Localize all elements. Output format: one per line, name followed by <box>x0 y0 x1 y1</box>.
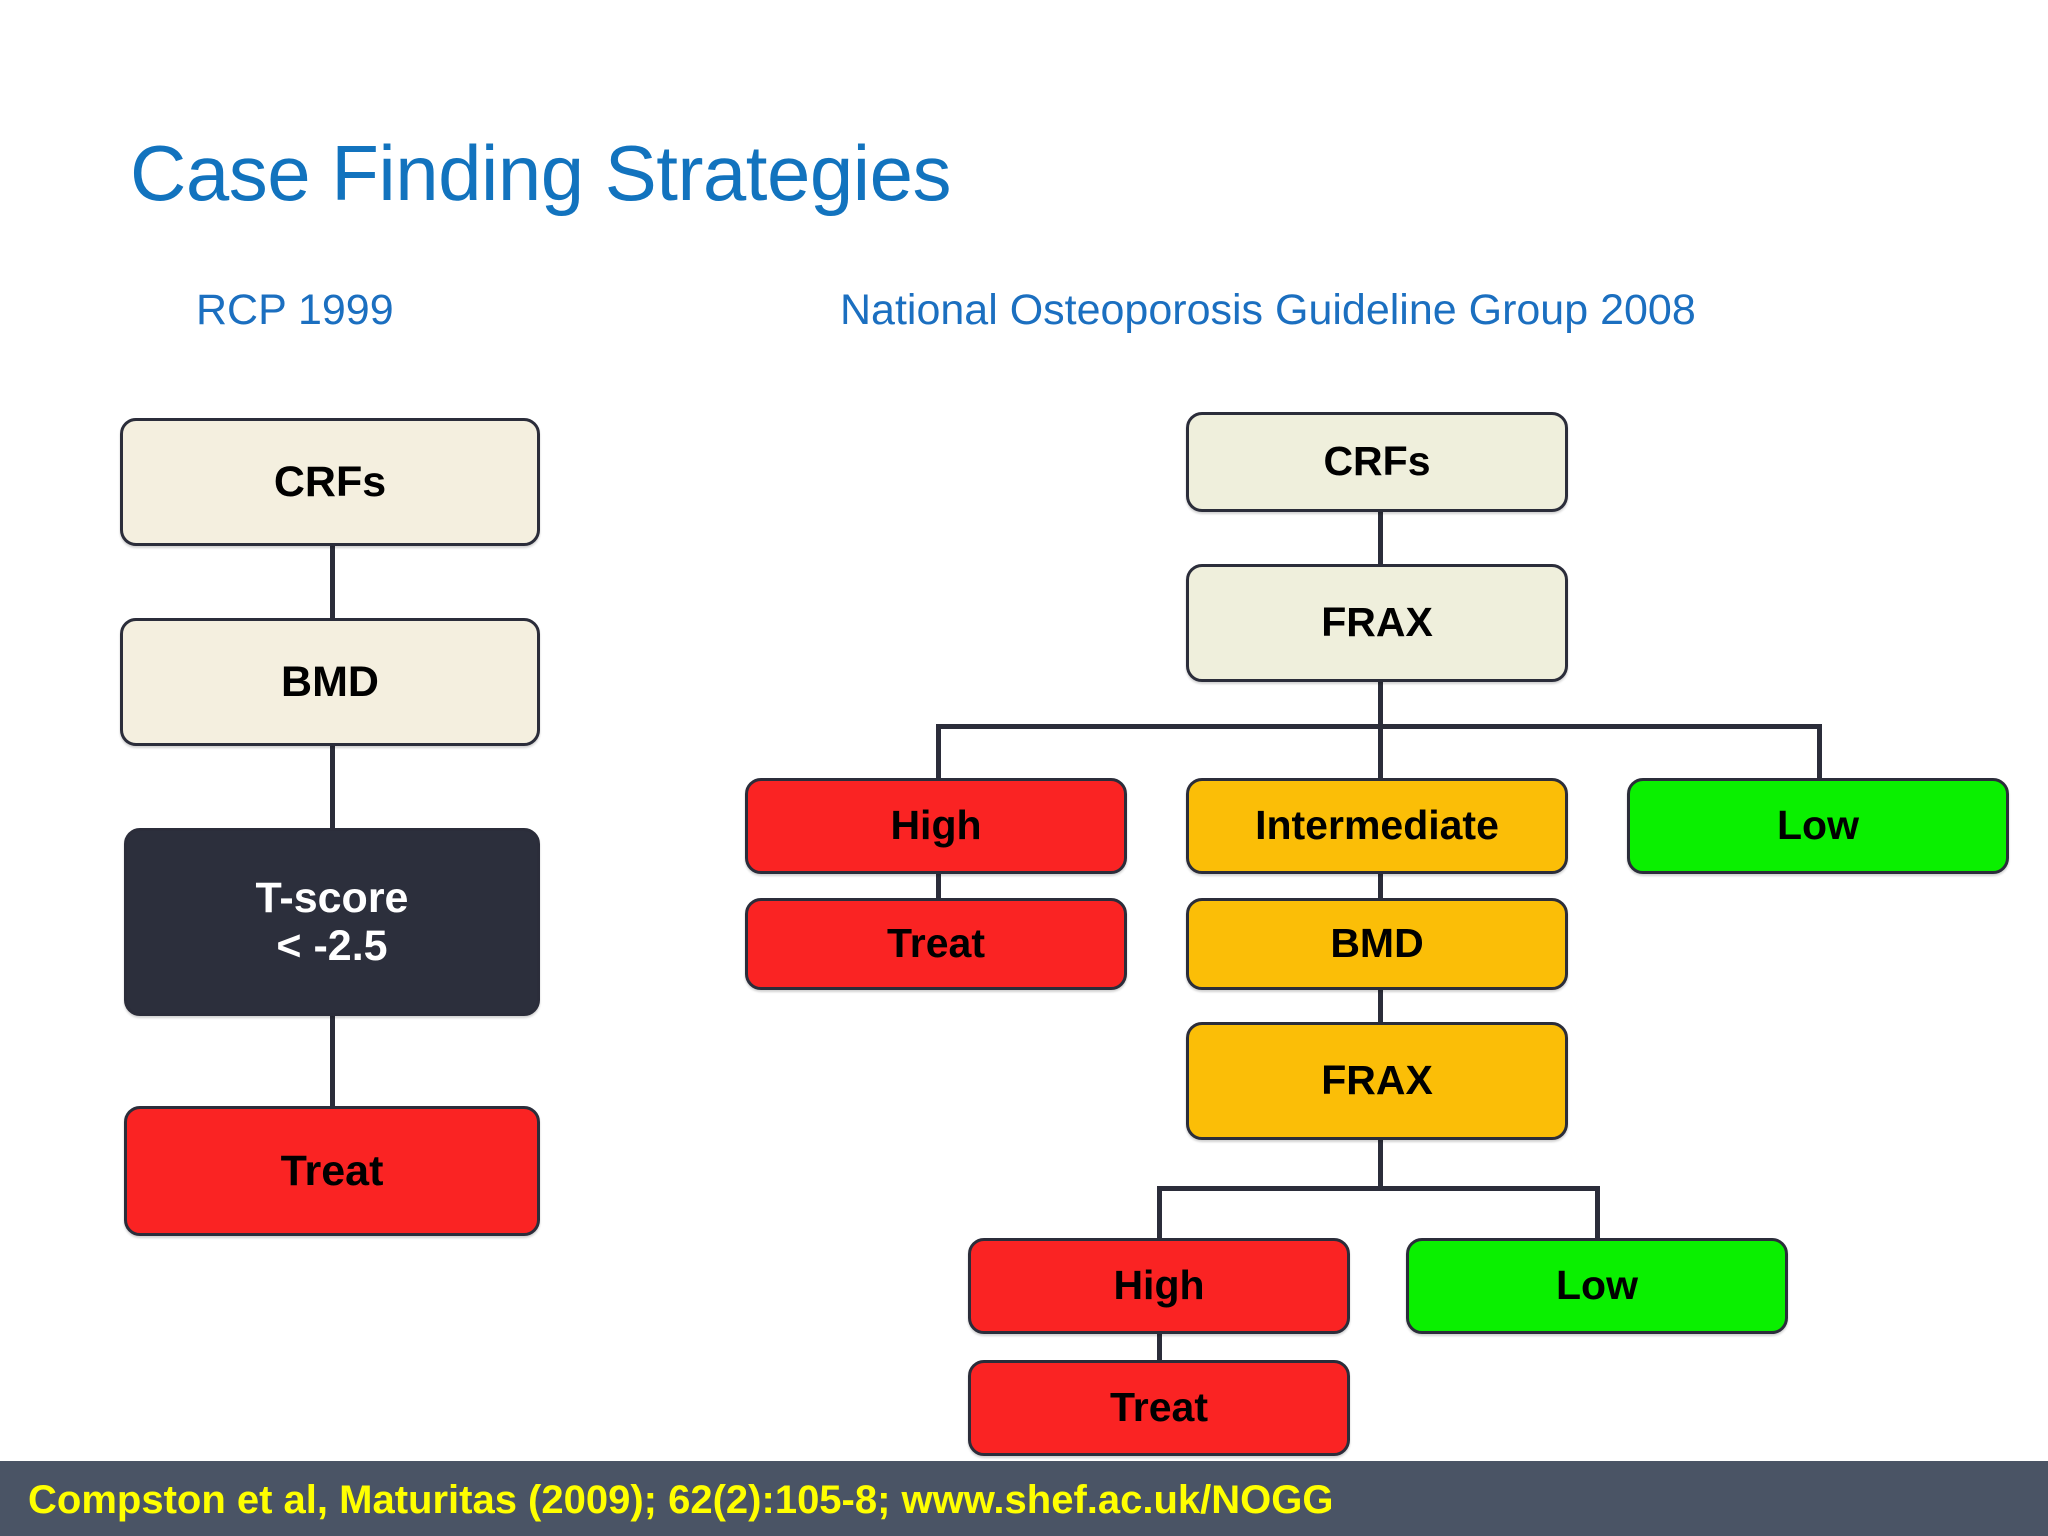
connector-bus-to-low <box>1817 724 1822 782</box>
subtitle-rcp-1999: RCP 1999 <box>196 286 394 334</box>
node-label: FRAX <box>1321 1057 1433 1104</box>
node-low-right-1[interactable]: Low <box>1627 778 2009 874</box>
subtitle-nogg-2008: National Osteoporosis Guideline Group 20… <box>840 286 1696 334</box>
node-label: Low <box>1777 802 1859 849</box>
node-frax-right-2[interactable]: FRAX <box>1186 1022 1568 1140</box>
node-crfs-left[interactable]: CRFs <box>120 418 540 546</box>
connector-bmd-to-tscore <box>330 740 335 830</box>
connector-crfs-to-bmd <box>330 540 335 620</box>
node-bmd-right[interactable]: BMD <box>1186 898 1568 990</box>
node-high-right-2[interactable]: High <box>968 1238 1350 1334</box>
connector-crfs-to-frax <box>1378 508 1383 568</box>
node-bmd-left[interactable]: BMD <box>120 618 540 746</box>
node-label: Treat <box>280 1146 384 1195</box>
connector-frax2-bus <box>1157 1186 1600 1191</box>
node-label: CRFs <box>273 457 387 506</box>
connector-bus2-to-high <box>1157 1186 1162 1242</box>
node-treat-right-1[interactable]: Treat <box>745 898 1127 990</box>
node-label: High <box>890 802 982 849</box>
node-frax-right-1[interactable]: FRAX <box>1186 564 1568 682</box>
connector-frax-stem <box>1378 678 1383 728</box>
node-crfs-right[interactable]: CRFs <box>1186 412 1568 512</box>
node-label: Intermediate <box>1255 802 1499 849</box>
node-label: Low <box>1556 1262 1638 1309</box>
node-tscore-left[interactable]: T-score < -2.5 <box>124 828 540 1016</box>
node-low-right-2[interactable]: Low <box>1406 1238 1788 1334</box>
footer-citation: Compston et al, Maturitas (2009); 62(2):… <box>28 1478 1334 1522</box>
node-treat-left[interactable]: Treat <box>124 1106 540 1236</box>
node-high-right-1[interactable]: High <box>745 778 1127 874</box>
node-label-line1: T-score <box>255 873 409 922</box>
connector-tscore-to-treat <box>330 1010 335 1110</box>
connector-frax2-stem <box>1378 1140 1383 1190</box>
connector-bus-to-intermediate <box>1378 724 1383 782</box>
node-label-line2: < -2.5 <box>276 922 388 970</box>
node-intermediate-right[interactable]: Intermediate <box>1186 778 1568 874</box>
footer-bar <box>0 1461 2048 1536</box>
node-label: CRFs <box>1323 438 1431 485</box>
connector-bus2-to-low <box>1595 1186 1600 1242</box>
node-label: BMD <box>1330 920 1424 967</box>
node-label: High <box>1113 1262 1205 1309</box>
page-title: Case Finding Strategies <box>130 129 951 217</box>
node-treat-right-2[interactable]: Treat <box>968 1360 1350 1456</box>
node-label: Treat <box>1110 1384 1208 1431</box>
node-label: BMD <box>281 657 379 706</box>
node-label: Treat <box>887 920 985 967</box>
connector-bmd-to-frax2 <box>1378 956 1383 1024</box>
connector-bus-to-high <box>936 724 941 782</box>
node-label: FRAX <box>1321 599 1433 646</box>
